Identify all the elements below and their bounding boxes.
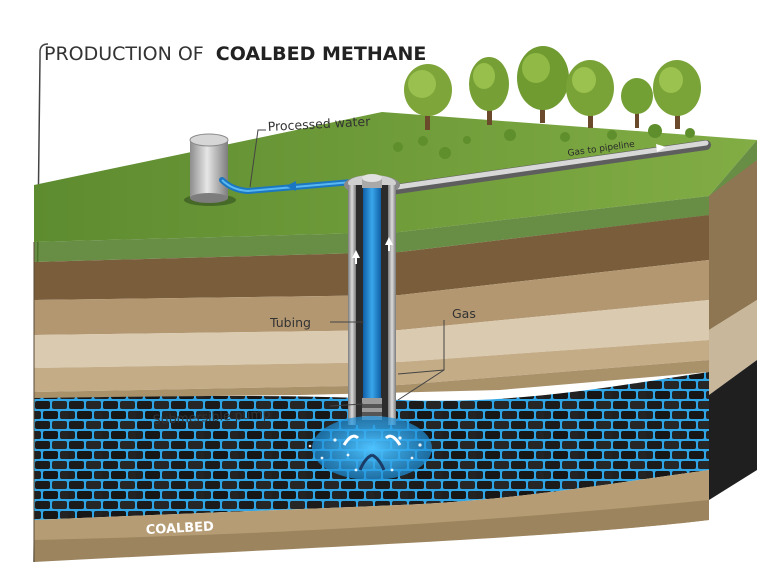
flow-arrow-icon: [385, 237, 393, 245]
gas-label: Gas: [452, 306, 476, 321]
coalbed-label: COALBED: [145, 519, 214, 538]
svg-text:PRODUCTION OF COALBED ME: PRODUCTION OF COALBED METHANE: [44, 43, 426, 65]
flow-arrow-icon: [656, 144, 666, 152]
earth-side-face: [709, 160, 757, 500]
title-prefix: PRODUCTION OF: [44, 43, 204, 65]
tubing-label: Tubing: [269, 315, 311, 330]
submersible-pump-label: Submersible pump: [152, 406, 271, 427]
flow-arrow-icon: [352, 250, 360, 258]
flow-arrow-icon: [286, 181, 296, 191]
water-pool: [312, 416, 432, 480]
processed-water-label: Processed water: [267, 114, 371, 134]
tubing: [363, 188, 381, 400]
ground-surface: [34, 112, 757, 242]
tree-icon: [393, 46, 701, 159]
leader-lines: [249, 129, 445, 407]
page-title: PRODUCTION OF COALBED METHANE: [33, 43, 426, 563]
title-emphasis: COALBED METHANE: [216, 43, 427, 65]
storage-tank-icon: [184, 133, 236, 206]
submersible-pump: [362, 398, 382, 420]
